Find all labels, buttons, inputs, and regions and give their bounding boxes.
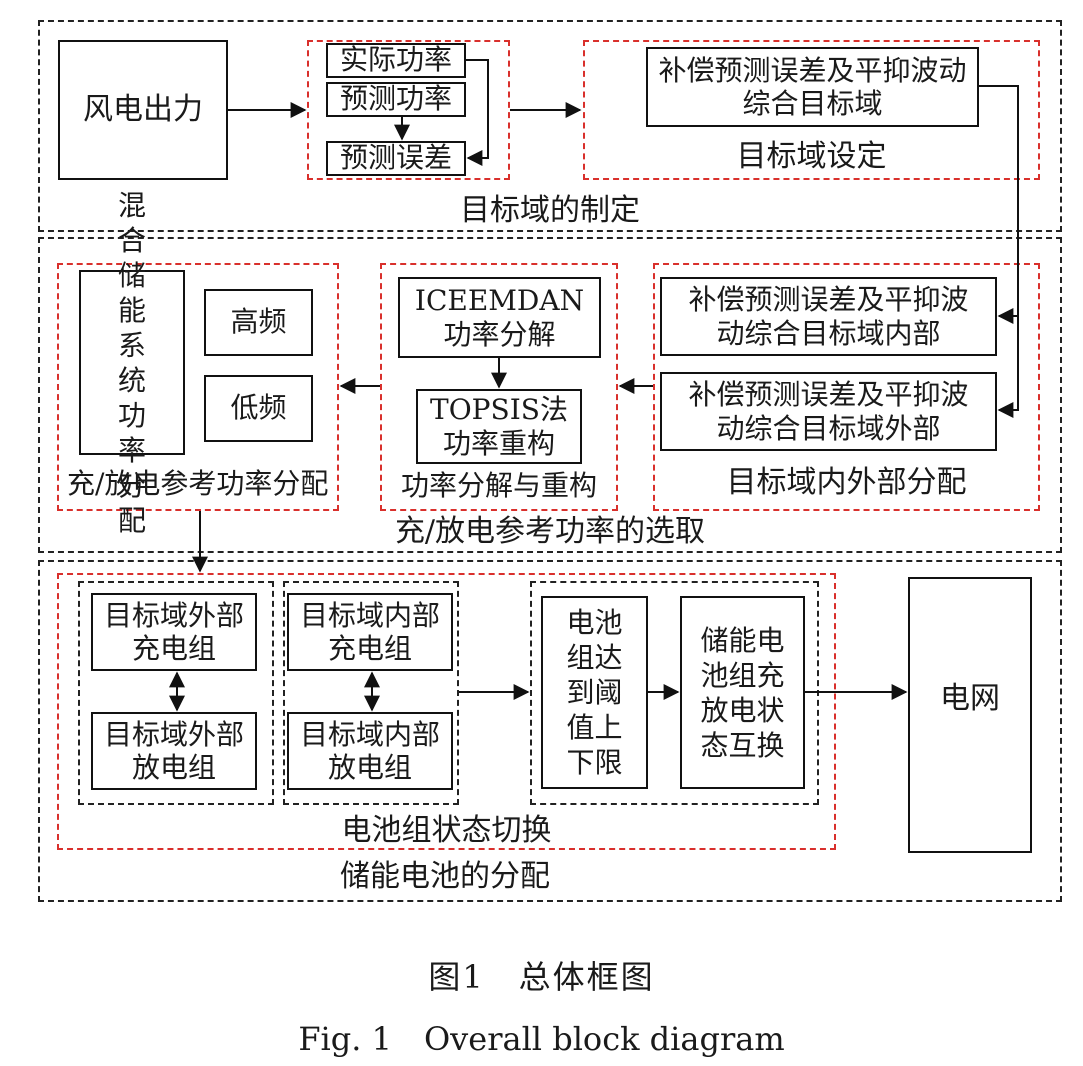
section3-title: 储能电池的分配 [340,859,550,894]
domain-outer-label: 补偿预测误差及平抑波动综合目标域外部 [688,378,969,445]
arrow-domain-to-inner [979,85,1019,324]
prediction-error-box: 预测误差 [326,141,466,176]
section1-title: 目标域的制定 [460,193,640,228]
domain-outer-box: 补偿预测误差及平抑波动综合目标域外部 [660,372,997,451]
ref-power-alloc-group [57,263,339,511]
state-switch-label: 电池组状态切换 [341,813,552,848]
domain-inner-box: 补偿预测误差及平抑波动综合目标域内部 [660,277,997,356]
outer-charge-label: 目标域外部充电组 [103,598,244,665]
hybrid-storage-label: 混合储能系统功率分配 [117,188,146,537]
domain-inner-label: 补偿预测误差及平抑波动综合目标域内部 [688,283,969,350]
in-out-alloc-label: 目标域内外部分配 [726,465,967,500]
hybrid-storage-box: 混合储能系统功率分配 [79,189,185,537]
grid-box: 电网 [908,577,1032,853]
ref-power-alloc-label: 充/放电参考功率分配 [67,467,329,500]
grid-label: 电网 [940,681,1000,716]
figure-caption-cn: 图1 总体框图 [428,958,655,996]
section-target-domain [38,20,1062,232]
target-domain-label: 补偿预测误差及平抑波动综合目标域 [658,53,967,120]
decomp-recon-label: 功率分解与重构 [400,469,597,502]
outer-discharge-label: 目标域外部放电组 [103,717,244,784]
target-domain-setting-label: 目标域设定 [736,139,887,174]
inner-discharge-label: 目标域内部放电组 [299,717,440,784]
arrow-domain-to-outer [997,316,1019,418]
low-freq-box: 低频 [204,375,313,442]
low-freq-label: 低频 [230,391,287,425]
state-swap-box: 储能电池组充放电状态互换 [680,596,805,789]
arrow-actual-to-error [466,59,489,166]
inner-discharge-box: 目标域内部放电组 [287,712,453,790]
prediction-error-label: 预测误差 [339,141,452,175]
high-freq-box: 高频 [204,289,313,356]
state-switch-group [57,573,836,850]
in-out-alloc-group [653,263,1040,511]
outer-charge-box: 目标域外部充电组 [91,593,257,671]
actual-power-box: 实际功率 [326,43,466,78]
predicted-power-box: 预测功率 [326,82,466,117]
power-group [307,40,510,180]
wind-output-label: 风电出力 [83,91,203,127]
high-freq-label: 高频 [230,305,287,339]
target-domain-box: 补偿预测误差及平抑波动综合目标域 [646,47,979,127]
section2-title: 充/放电参考功率的选取 [394,514,706,549]
battery-limit-label: 电池组达到阈值上下限 [566,606,623,779]
topsis-box: TOPSIS法功率重构 [416,389,582,464]
actual-power-label: 实际功率 [339,43,452,77]
target-domain-setting-group [583,40,1040,180]
topsis-label: TOPSIS法功率重构 [430,393,568,460]
inner-charge-box: 目标域内部充电组 [287,593,453,671]
wind-output-box: 风电出力 [58,40,228,180]
state-swap-label: 储能电池组充放电状态互换 [700,623,785,762]
predicted-power-label: 预测功率 [339,82,452,116]
inner-group [283,581,459,805]
section-ref-power [38,237,1062,553]
section-battery-alloc [38,560,1062,902]
battery-limit-box: 电池组达到阈值上下限 [541,596,648,789]
figure-caption-en: Fig. 1 Overall block diagram [298,1020,785,1058]
outer-discharge-box: 目标域外部放电组 [91,712,257,790]
iceemdan-box: ICEEMDAN功率分解 [398,277,601,358]
decomp-recon-group [380,263,618,511]
iceemdan-label: ICEEMDAN功率分解 [414,284,585,351]
inner-charge-label: 目标域内部充电组 [299,598,440,665]
outer-group [78,581,274,805]
